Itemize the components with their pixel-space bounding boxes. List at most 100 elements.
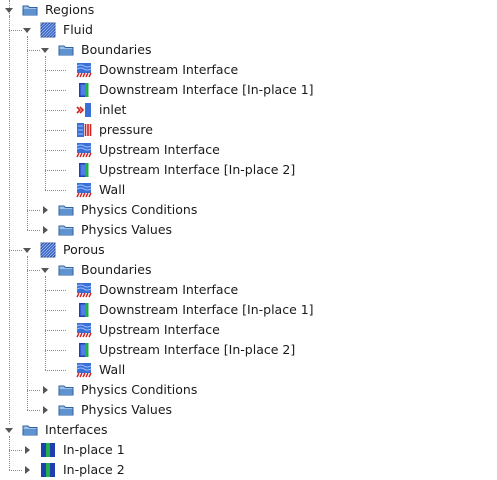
tree-node-label[interactable]: Upstream Interface — [99, 142, 220, 157]
interface-icon — [40, 442, 56, 458]
tree-node-porous-upstream-inplace2[interactable]: Upstream Interface [In-place 2] — [0, 340, 497, 360]
folder-icon — [58, 222, 74, 238]
tree-node-porous[interactable]: Porous — [0, 240, 497, 260]
tree-node-fluid-upstream-inplace2[interactable]: Upstream Interface [In-place 2] — [0, 160, 497, 180]
tree-guide-line — [45, 56, 46, 190]
tree-node-fluid[interactable]: Fluid — [0, 20, 497, 40]
tree-node-porous-downstream-inplace1[interactable]: Downstream Interface [In-place 1] — [0, 300, 497, 320]
tree-node-label[interactable]: Boundaries — [81, 42, 152, 57]
tree-guide-line — [27, 256, 28, 410]
folder-icon — [58, 262, 74, 278]
tree-node-label[interactable]: In-place 2 — [63, 462, 125, 477]
tree-guide-line — [27, 36, 28, 230]
tree-node-porous-boundaries[interactable]: Boundaries — [0, 260, 497, 280]
tree-node-porous-upstream[interactable]: Upstream Interface — [0, 320, 497, 340]
tree-node-fluid-downstream-inplace1[interactable]: Downstream Interface [In-place 1] — [0, 80, 497, 100]
expand-arrow-icon[interactable] — [40, 205, 50, 215]
tree-node-fluid-physics-conditions[interactable]: Physics Conditions — [0, 200, 497, 220]
interface-icon — [40, 462, 56, 478]
tree-guide-line — [45, 130, 66, 131]
tree-node-fluid-downstream[interactable]: Downstream Interface — [0, 60, 497, 80]
boundary-inlet-icon — [76, 102, 92, 118]
folder-icon — [58, 382, 74, 398]
tree-node-fluid-pressure[interactable]: pressure — [0, 120, 497, 140]
tree-node-label[interactable]: Downstream Interface — [99, 62, 239, 77]
expand-arrow-icon[interactable] — [40, 225, 50, 235]
tree-node-fluid-boundaries[interactable]: Boundaries — [0, 40, 497, 60]
boundary-wall-icon — [76, 182, 92, 198]
tree-node-label[interactable]: Downstream Interface — [99, 282, 239, 297]
region-icon — [40, 242, 56, 258]
tree-node-inplace1[interactable]: In-place 1 — [0, 440, 497, 460]
tree-guide-line — [45, 276, 46, 370]
tree-node-label[interactable]: Regions — [45, 2, 95, 17]
boundary-wall-icon — [76, 362, 92, 378]
tree-node-label[interactable]: Fluid — [63, 22, 93, 37]
tree-node-label[interactable]: Physics Values — [81, 222, 173, 237]
tree-guide-line — [27, 210, 40, 211]
tree-node-porous-physics-values[interactable]: Physics Values — [0, 400, 497, 420]
tree-node-label[interactable]: Downstream Interface [In-place 1] — [99, 302, 314, 317]
expand-arrow-icon[interactable] — [22, 465, 32, 475]
expand-arrow-icon[interactable] — [40, 405, 50, 415]
collapse-arrow-icon[interactable] — [22, 245, 32, 255]
tree-node-label[interactable]: inlet — [99, 102, 127, 117]
boundary-interface-icon — [76, 342, 92, 358]
tree-guide-line — [45, 170, 66, 171]
collapse-arrow-icon[interactable] — [4, 5, 14, 15]
tree-node-label[interactable]: Upstream Interface [In-place 2] — [99, 162, 296, 177]
tree-node-label[interactable]: Upstream Interface — [99, 322, 220, 337]
tree-node-label[interactable]: Wall — [99, 182, 126, 197]
boundary-interface-icon — [76, 302, 92, 318]
tree-node-interfaces[interactable]: Interfaces — [0, 420, 497, 440]
tree-guide-line — [27, 230, 40, 231]
tree-guide-line — [9, 450, 22, 451]
tree-node-fluid-physics-values[interactable]: Physics Values — [0, 220, 497, 240]
tree-node-porous-wall[interactable]: Wall — [0, 360, 497, 380]
tree-node-label[interactable]: In-place 1 — [63, 442, 125, 457]
tree-node-label[interactable]: Interfaces — [45, 422, 108, 437]
tree-node-regions[interactable]: Regions — [0, 0, 497, 20]
folder-icon — [58, 402, 74, 418]
expand-arrow-icon[interactable] — [22, 445, 32, 455]
tree-node-porous-downstream[interactable]: Downstream Interface — [0, 280, 497, 300]
tree-node-label[interactable]: Porous — [63, 242, 105, 257]
tree-guide-line — [45, 310, 66, 311]
tree-node-label[interactable]: Physics Conditions — [81, 382, 198, 397]
collapse-arrow-icon[interactable] — [4, 425, 14, 435]
tree-guide-line — [45, 350, 66, 351]
tree-guide-line — [9, 0, 10, 424]
tree-node-label[interactable]: Wall — [99, 362, 126, 377]
tree-node-porous-physics-conditions[interactable]: Physics Conditions — [0, 380, 497, 400]
tree-guide-line — [45, 190, 66, 191]
tree-guide-line — [9, 250, 22, 251]
expand-arrow-icon[interactable] — [40, 385, 50, 395]
collapse-arrow-icon[interactable] — [40, 265, 50, 275]
tree-node-fluid-inlet[interactable]: inlet — [0, 100, 497, 120]
tree-node-label[interactable]: Physics Values — [81, 402, 173, 417]
boundary-wall-icon — [76, 282, 92, 298]
collapse-arrow-icon[interactable] — [40, 45, 50, 55]
tree-guide-line — [9, 470, 22, 471]
folder-icon — [58, 42, 74, 58]
tree-guide-line — [45, 150, 66, 151]
tree-node-inplace2[interactable]: In-place 2 — [0, 460, 497, 480]
folder-icon — [22, 422, 38, 438]
tree-node-fluid-upstream[interactable]: Upstream Interface — [0, 140, 497, 160]
tree-node-label[interactable]: pressure — [99, 122, 153, 137]
collapse-arrow-icon[interactable] — [22, 25, 32, 35]
boundary-wall-icon — [76, 142, 92, 158]
tree-guide-line — [27, 390, 40, 391]
tree-guide-line — [45, 70, 66, 71]
tree-node-label[interactable]: Physics Conditions — [81, 202, 198, 217]
tree-node-label[interactable]: Downstream Interface [In-place 1] — [99, 82, 314, 97]
boundary-wall-icon — [76, 62, 92, 78]
tree-guide-line — [27, 270, 40, 271]
tree-guide-line — [9, 436, 10, 470]
tree-node-label[interactable]: Boundaries — [81, 262, 152, 277]
tree-node-fluid-wall[interactable]: Wall — [0, 180, 497, 200]
tree-guide-line — [9, 30, 22, 31]
boundary-interface-icon — [76, 162, 92, 178]
tree-node-label[interactable]: Upstream Interface [In-place 2] — [99, 342, 296, 357]
